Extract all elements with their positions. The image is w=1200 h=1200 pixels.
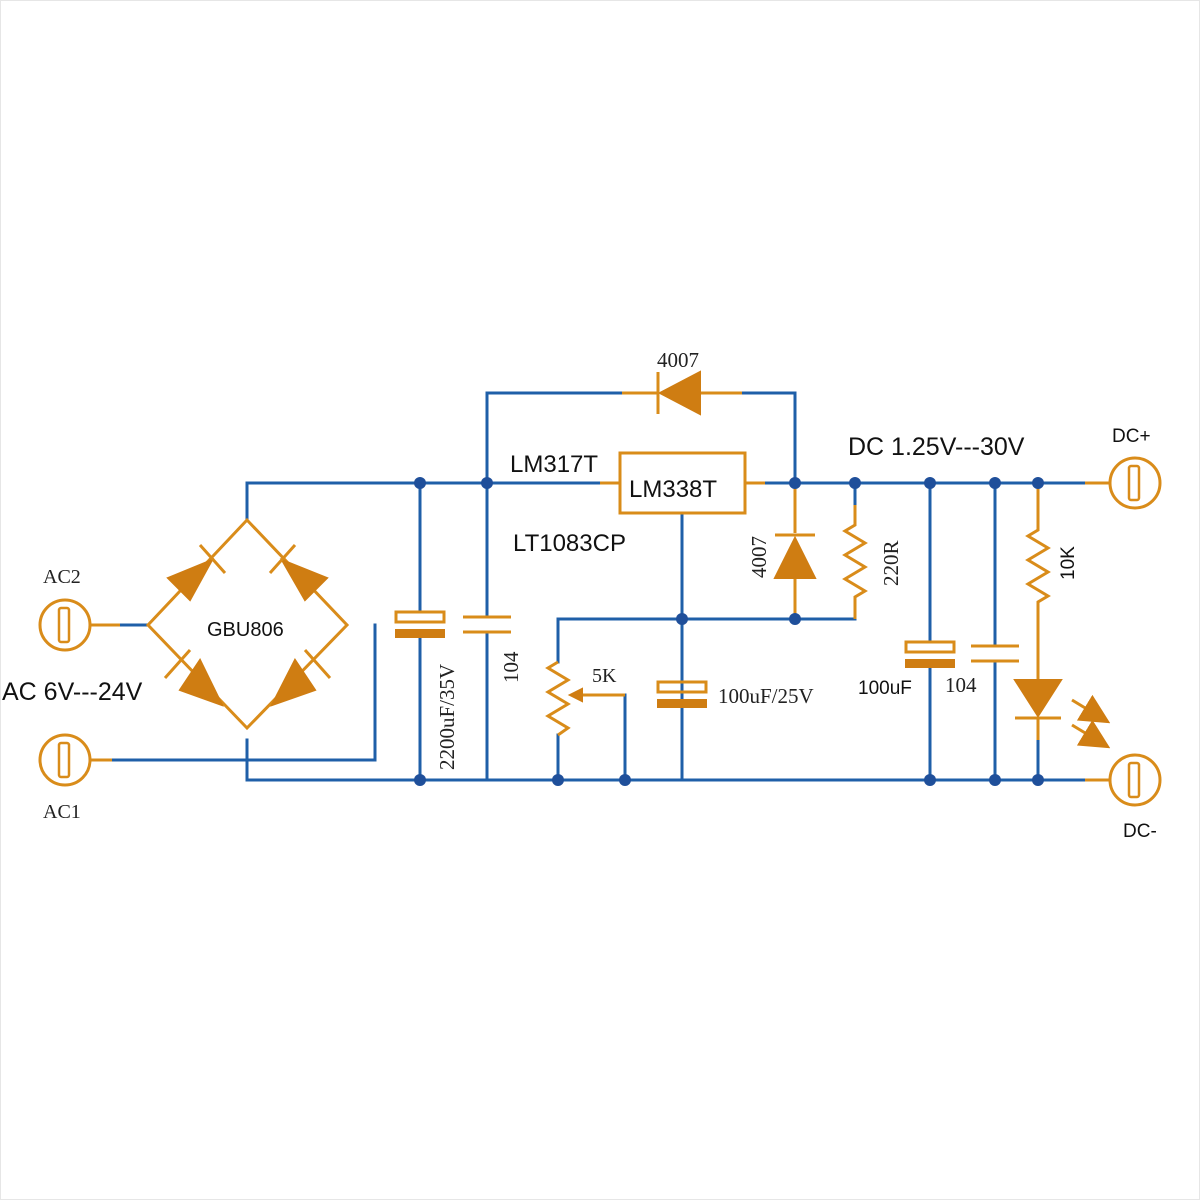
capacitor-2200uf [394, 610, 446, 638]
label-res-10k: 10K [1058, 546, 1079, 580]
capacitor-100uf-output [904, 640, 956, 668]
label-output-range: DC 1.25V---30V [848, 433, 1025, 461]
label-ac2: AC2 [43, 566, 81, 588]
label-dc-plus: DC+ [1112, 426, 1151, 447]
capacitor-104-output [971, 644, 1019, 663]
diode-4007-top [622, 370, 742, 416]
label-ac-input: AC 6V---24V [2, 678, 143, 706]
wires [108, 391, 1112, 782]
label-ac1: AC1 [43, 801, 81, 823]
terminal-ac1[interactable] [38, 733, 112, 787]
bridge-rectifier [145, 517, 350, 731]
label-dc-minus: DC- [1123, 821, 1157, 842]
terminal-dc-minus[interactable] [1085, 753, 1162, 807]
potentiometer-5k [545, 660, 625, 737]
labels: AC2 AC1 AC 6V---24V GBU806 LM317T LM338T… [2, 348, 1157, 842]
terminal-ac2[interactable] [38, 598, 120, 652]
terminal-dc-plus[interactable] [1085, 456, 1162, 510]
label-lm317t: LM317T [510, 451, 598, 478]
label-lt1083cp: LT1083CP [513, 530, 626, 557]
resistor-220r [842, 505, 868, 619]
junctions [414, 477, 1044, 786]
label-cap-100-25: 100uF/25V [718, 684, 814, 708]
led-indicator [1013, 679, 1111, 749]
label-lm338t: LM338T [629, 476, 717, 503]
label-diode-top: 4007 [657, 348, 699, 372]
label-cap-2200: 2200uF/35V [435, 664, 459, 770]
diode-4007-side [773, 483, 817, 619]
regulator-box [600, 451, 765, 515]
capacitor-104-input [463, 615, 511, 634]
label-diode-side: 4007 [747, 536, 771, 578]
resistor-10k [1025, 483, 1051, 680]
label-bridge: GBU806 [207, 619, 284, 641]
label-220r: 220R [879, 540, 903, 586]
wire-diode-loop-right [740, 391, 797, 485]
label-cap-104-in: 104 [499, 651, 523, 683]
label-pot-5k: 5K [592, 665, 617, 687]
label-cap-100-out: 100uF [858, 678, 912, 699]
capacitor-100uf-25v [656, 617, 708, 708]
label-cap-104-out: 104 [945, 673, 977, 697]
wire-bridge-right [108, 623, 377, 762]
